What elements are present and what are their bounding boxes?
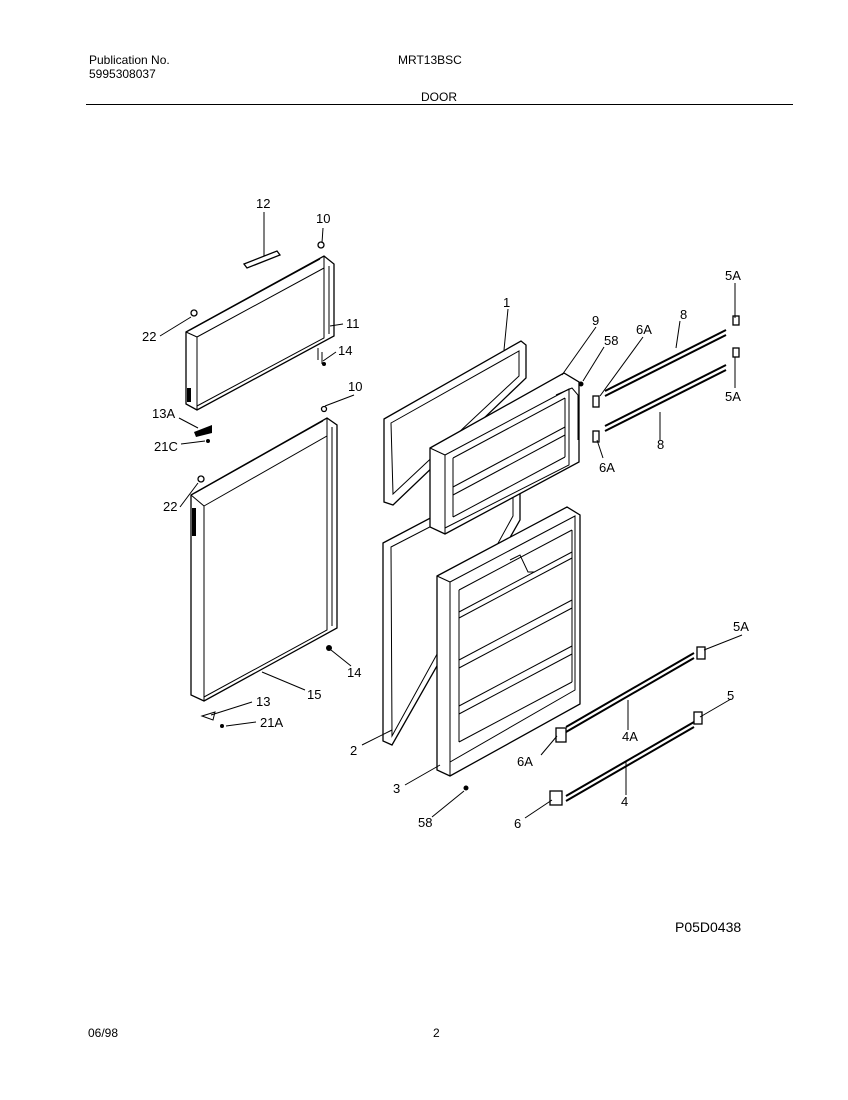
part-11-freezer-door-frame bbox=[185, 255, 335, 411]
header-rule bbox=[86, 104, 793, 105]
callout-13: 13 bbox=[256, 694, 270, 709]
leader-lines bbox=[159, 212, 743, 819]
callout-12: 12 bbox=[256, 196, 270, 211]
part-8-trim-strips bbox=[604, 329, 727, 432]
callout-21A: 21A bbox=[260, 715, 283, 730]
hardware-end-caps bbox=[549, 315, 740, 806]
callout-22: 22 bbox=[163, 499, 177, 514]
callout-6A: 6A bbox=[636, 322, 652, 337]
callout-6: 6 bbox=[514, 816, 521, 831]
page-number: 2 bbox=[433, 1026, 440, 1040]
part-3-fresh-food-door-liner bbox=[436, 506, 581, 777]
callout-5A: 5A bbox=[725, 389, 741, 404]
callout-22: 22 bbox=[142, 329, 156, 344]
part-12-trim bbox=[242, 250, 282, 269]
callout-6A: 6A bbox=[599, 460, 615, 475]
part-4-handle-bars bbox=[565, 652, 695, 802]
callout-10: 10 bbox=[348, 379, 362, 394]
callout-6A: 6A bbox=[517, 754, 533, 769]
callout-11: 11 bbox=[346, 316, 360, 331]
screws-fasteners bbox=[190, 241, 584, 791]
drawing-id: P05D0438 bbox=[675, 919, 742, 935]
callout-4: 4 bbox=[621, 794, 628, 809]
part-1-freezer-gasket bbox=[383, 340, 527, 506]
callout-labels: 12 10 11 14 22 10 13A 21C 22 14 15 13 21… bbox=[142, 196, 749, 831]
callout-14: 14 bbox=[338, 343, 352, 358]
callout-8: 8 bbox=[657, 437, 664, 452]
callout-58: 58 bbox=[604, 333, 618, 348]
publication-number: 5995308037 bbox=[89, 67, 156, 81]
publication-label: Publication No. bbox=[89, 53, 170, 67]
part-15-fresh-food-door-frame bbox=[190, 417, 338, 702]
callout-1: 1 bbox=[503, 295, 510, 310]
part-9-freezer-door-liner bbox=[429, 372, 580, 535]
callout-21C: 21C bbox=[154, 439, 178, 454]
callout-15: 15 bbox=[307, 687, 321, 702]
callout-3: 3 bbox=[393, 781, 400, 796]
model-number: MRT13BSC bbox=[398, 53, 462, 67]
callout-4A: 4A bbox=[622, 729, 638, 744]
callout-5: 5 bbox=[727, 688, 734, 703]
callout-13A: 13A bbox=[152, 406, 175, 421]
callout-10: 10 bbox=[316, 211, 330, 226]
section-title: DOOR bbox=[421, 90, 457, 104]
callout-2: 2 bbox=[350, 743, 357, 758]
callout-5A: 5A bbox=[725, 268, 741, 283]
callout-5A: 5A bbox=[733, 619, 749, 634]
callout-14: 14 bbox=[347, 665, 361, 680]
callout-9: 9 bbox=[592, 313, 599, 328]
footer-date: 06/98 bbox=[88, 1026, 119, 1040]
callout-8: 8 bbox=[680, 307, 687, 322]
callout-58: 58 bbox=[418, 815, 432, 830]
